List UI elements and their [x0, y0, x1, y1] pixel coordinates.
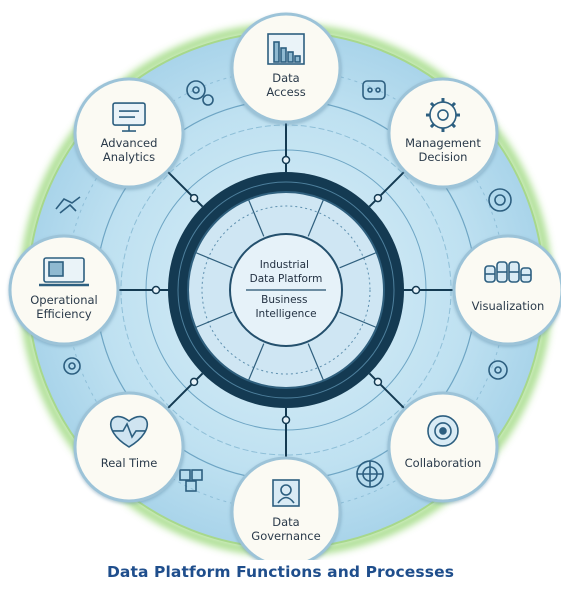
core-segments: [195, 199, 377, 381]
core-segment-line: [307, 199, 325, 237]
node-circle: [452, 234, 561, 346]
core-segment-line: [247, 199, 265, 237]
inner-ring-dash: [201, 205, 371, 375]
gear-icon: [425, 98, 460, 133]
core-segment-line: [195, 311, 233, 329]
laptop-icon: [39, 257, 89, 287]
spoke-node-dot: [411, 285, 421, 295]
dark-band-inner-line: [177, 181, 395, 399]
platform-diagram: Industrial Data Platform Business Intell…: [8, 12, 561, 568]
node-real-time: Real Time: [73, 391, 185, 503]
node-circle: [230, 456, 342, 568]
core-segment-line: [247, 343, 265, 381]
core-segment-line: [307, 343, 325, 381]
core-segment-line: [339, 251, 377, 269]
handshake-icon: [55, 196, 81, 214]
node-visualization: Visualization: [452, 234, 561, 346]
node-label-collaboration: Collaboration: [405, 456, 482, 470]
core-segment-line: [195, 251, 233, 269]
cog-icon: [488, 360, 508, 380]
spoke-node-dot: [373, 193, 383, 203]
diagram-caption: Data Platform Functions and Processes: [106, 563, 455, 581]
core-label-bottom: Business Intelligence: [255, 294, 316, 320]
gear-cluster-icon: [186, 80, 214, 106]
spoke-node-dot: [373, 377, 383, 387]
decor-icons: [55, 80, 512, 492]
node-collaboration: Collaboration: [387, 391, 499, 503]
boxes-icon: [179, 469, 203, 492]
database-stack-icon: [484, 261, 532, 283]
heart-pulse-icon: [110, 415, 148, 448]
bar-chart-icon: [267, 33, 305, 65]
node-circle: [73, 77, 185, 189]
node-circle: [387, 391, 499, 503]
spoke-node-dot: [151, 285, 161, 295]
node-circle: [8, 234, 120, 346]
gauge-icon: [488, 188, 512, 212]
monitor-icon: [112, 102, 146, 132]
spoke-node-dot: [281, 415, 291, 425]
robot-icon: [362, 80, 386, 100]
core-segment-line: [339, 311, 377, 329]
gear-small-icon: [63, 357, 81, 375]
user-badge-icon: [272, 479, 300, 507]
radar-icon: [356, 460, 384, 488]
spoke-node-dot: [189, 377, 199, 387]
node-label-visualization: Visualization: [472, 299, 545, 313]
core-label-top: Industrial Data Platform: [250, 259, 323, 285]
spoke-node-dot: [189, 193, 199, 203]
node-label-real-time: Real Time: [101, 456, 158, 470]
node-circle: [387, 77, 499, 189]
target-icon: [427, 415, 459, 447]
spoke-node-dot: [281, 155, 291, 165]
node-circle: [230, 12, 342, 124]
